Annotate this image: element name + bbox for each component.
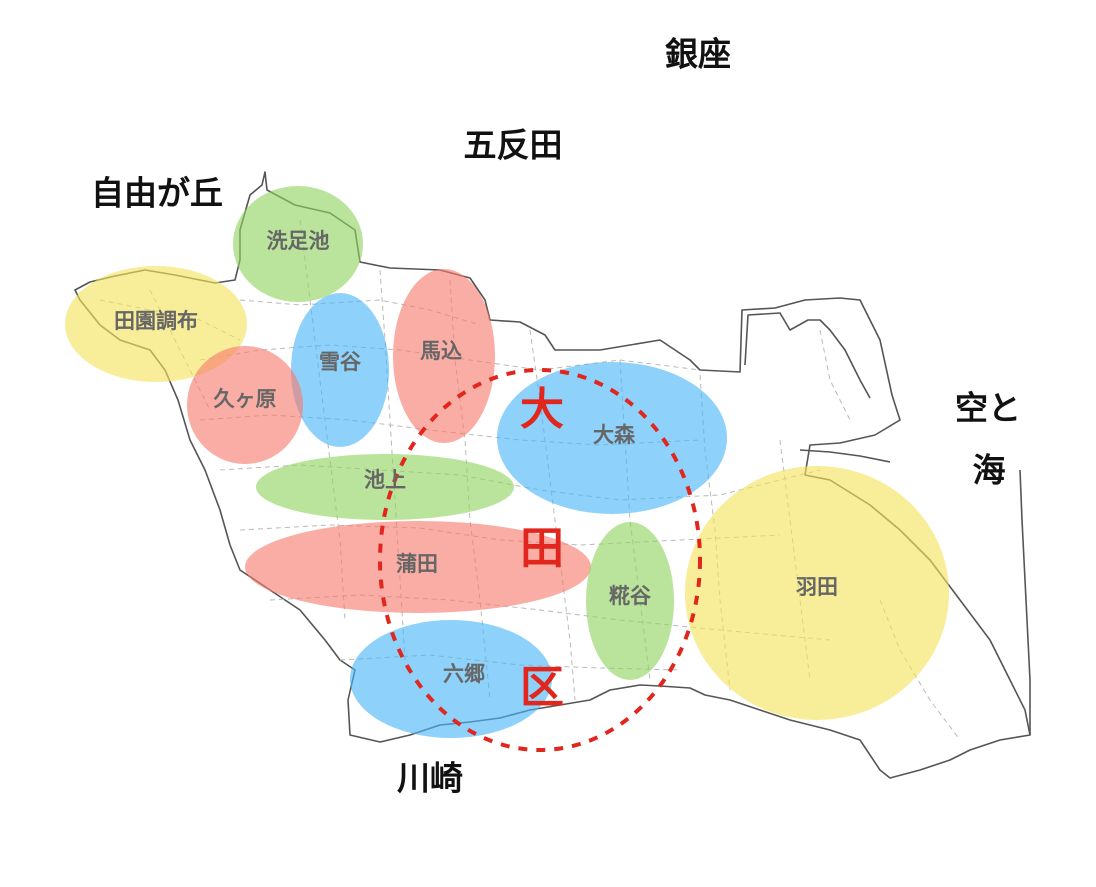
label-magome: 馬込	[420, 339, 462, 363]
district-kugahara[interactable]	[187, 346, 303, 464]
district-kamata[interactable]	[245, 521, 591, 613]
ward-char-ku: 区	[520, 662, 564, 713]
label-senzokuike: 洗足池	[267, 229, 330, 253]
ward-name: 大 田 区	[520, 384, 564, 713]
ward-char-dai: 大	[520, 384, 564, 435]
district-kojiya[interactable]	[586, 522, 674, 680]
surrounding-places: 銀座 五反田 自由が丘 川崎 空と 海	[91, 35, 1021, 798]
label-haneda: 羽田	[796, 575, 838, 599]
place-kawasaki: 川崎	[397, 759, 463, 798]
place-umi: 海	[973, 451, 1006, 490]
label-kugahara: 久ヶ原	[214, 387, 277, 411]
place-gotanda: 五反田	[464, 126, 563, 165]
district-denenchofu[interactable]	[65, 266, 247, 382]
label-ikegami: 池上	[364, 468, 406, 492]
district-ikegami[interactable]	[256, 454, 514, 520]
label-yukigaya: 雪谷	[319, 350, 362, 374]
ward-circle	[378, 368, 702, 752]
place-ginza: 銀座	[665, 35, 731, 74]
label-kamata: 蒲田	[396, 552, 438, 576]
district-omori[interactable]	[497, 362, 727, 514]
district-senzokuike[interactable]	[233, 186, 363, 302]
place-jiyugaoka: 自由が丘	[91, 174, 223, 213]
district-magome[interactable]	[393, 269, 495, 443]
label-denenchofu: 田園調布	[114, 309, 198, 333]
label-kojiya: 糀谷	[609, 584, 652, 608]
label-omori: 大森	[593, 423, 636, 447]
district-labels: 洗足池 田園調布 雪谷 馬込 久ヶ原 大森 池上 蒲田 糀谷 羽田 六郷	[114, 229, 838, 686]
district-yukigaya[interactable]	[291, 293, 389, 447]
ward-char-ta: 田	[520, 523, 564, 574]
district-haneda[interactable]	[685, 466, 949, 720]
district-overlays	[65, 186, 949, 738]
place-sora-to: 空と	[955, 389, 1021, 428]
haneda-bay-boundary	[744, 312, 1031, 735]
label-rokugo: 六郷	[443, 662, 485, 686]
